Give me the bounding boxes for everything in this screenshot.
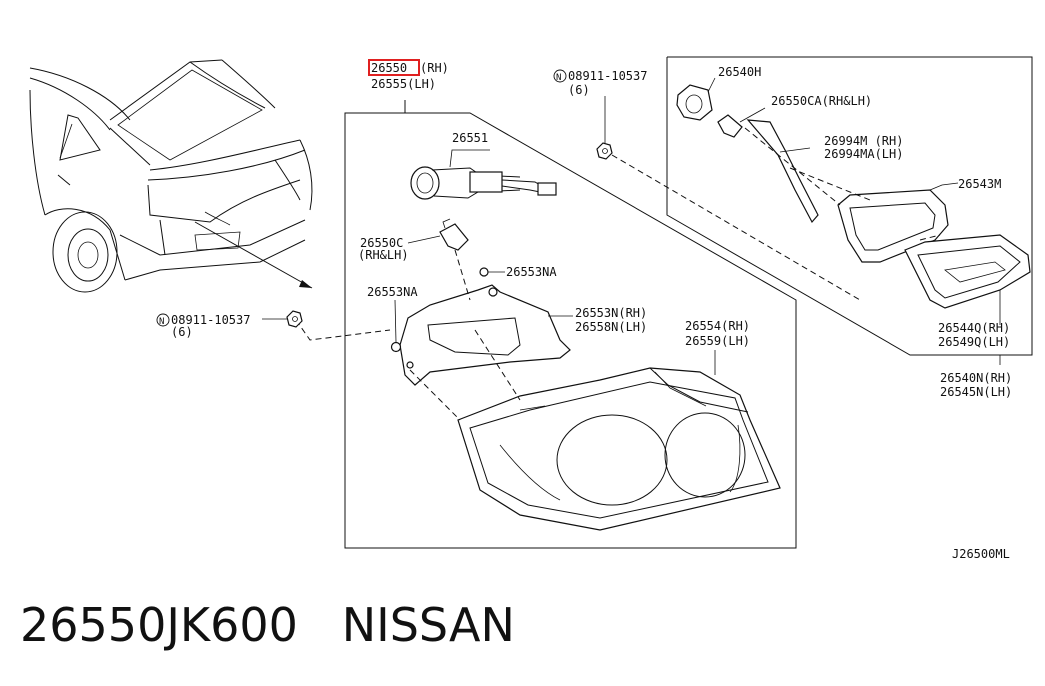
reflector-part [746,119,819,224]
label-nut-right-code[interactable]: 08911-10537 [568,69,647,83]
label-inner-gasket[interactable]: 26543M [958,177,1001,191]
nut-na-parts [390,267,505,353]
nut-right-part [596,96,861,301]
nut-left-symbol [156,313,170,327]
label-bulb-main-side: (RH&LH) [358,248,409,262]
label-lens-lh[interactable]: 26559(LH) [685,334,750,348]
label-nut-right-qty: (6) [568,83,590,97]
label-nut-left-code[interactable]: 08911-10537 [171,313,250,327]
nut-left-n-letter: N [159,317,164,327]
outer-lamp-lens [457,367,781,531]
parts-diagram: 26550 (RH) 26555(LH) N 08911-10537 (6) N… [29,56,1033,561]
label-reflector-rh[interactable]: 26994M (RH) [824,134,903,148]
label-nut-na-upper[interactable]: 26553NA [506,265,557,279]
socket-harness-part [410,149,557,200]
label-nut-left-qty: (6) [171,325,193,339]
highlight-box [368,59,420,76]
inner-lamp-frame [666,56,1033,365]
label-nut-na-lower[interactable]: 26553NA [367,285,418,299]
label-lens-rh[interactable]: 26554(RH) [685,319,750,333]
nut-right-symbol [553,69,567,83]
lamp-base-gasket [399,284,571,386]
label-inner-lamp-rh[interactable]: 26540N(RH) [940,371,1012,385]
label-gasket-lh[interactable]: 26558N(LH) [575,320,647,334]
label-inner-lens-lh[interactable]: 26549Q(LH) [938,335,1010,349]
label-part-main-rh-side: (RH) [420,61,449,75]
part-caption: 26550JK600 NISSAN [20,598,515,652]
label-gasket-rh[interactable]: 26553N(RH) [575,306,647,320]
inner-bulb-part [717,107,766,138]
callout-labels: 26550 (RH) 26555(LH) N 08911-10537 (6) N… [156,59,1012,561]
label-inner-lens-rh[interactable]: 26544Q(RH) [938,321,1010,335]
inner-leader-lines [744,127,941,241]
nut-right-n-letter: N [556,73,561,83]
main-leader-lines [295,249,521,421]
label-part-main-lh[interactable]: 26555(LH) [371,77,436,91]
label-socket-harness[interactable]: 26551 [452,131,488,145]
label-part-main-rh[interactable]: 26550 [371,61,407,75]
bulb-main-part [439,218,469,251]
label-diagram-code: J26500ML [952,547,1010,561]
label-socket-inner[interactable]: 26540H [718,65,761,79]
label-bulb-main[interactable]: 26550C [360,236,403,250]
label-reflector-lh[interactable]: 26994MA(LH) [824,147,903,161]
label-bulb-inner[interactable]: 26550CA(RH&LH) [771,94,872,108]
caption-brand: NISSAN [341,598,515,652]
car-rear-illustration [29,59,313,293]
caption-gap [298,598,342,652]
main-assembly-frame [344,100,797,549]
caption-part-number: 26550JK600 [20,598,298,652]
label-inner-lamp-lh[interactable]: 26545N(LH) [940,385,1012,399]
inner-socket-part [676,77,716,121]
inner-lens-part [904,234,1031,325]
nut-left-part [286,310,303,328]
